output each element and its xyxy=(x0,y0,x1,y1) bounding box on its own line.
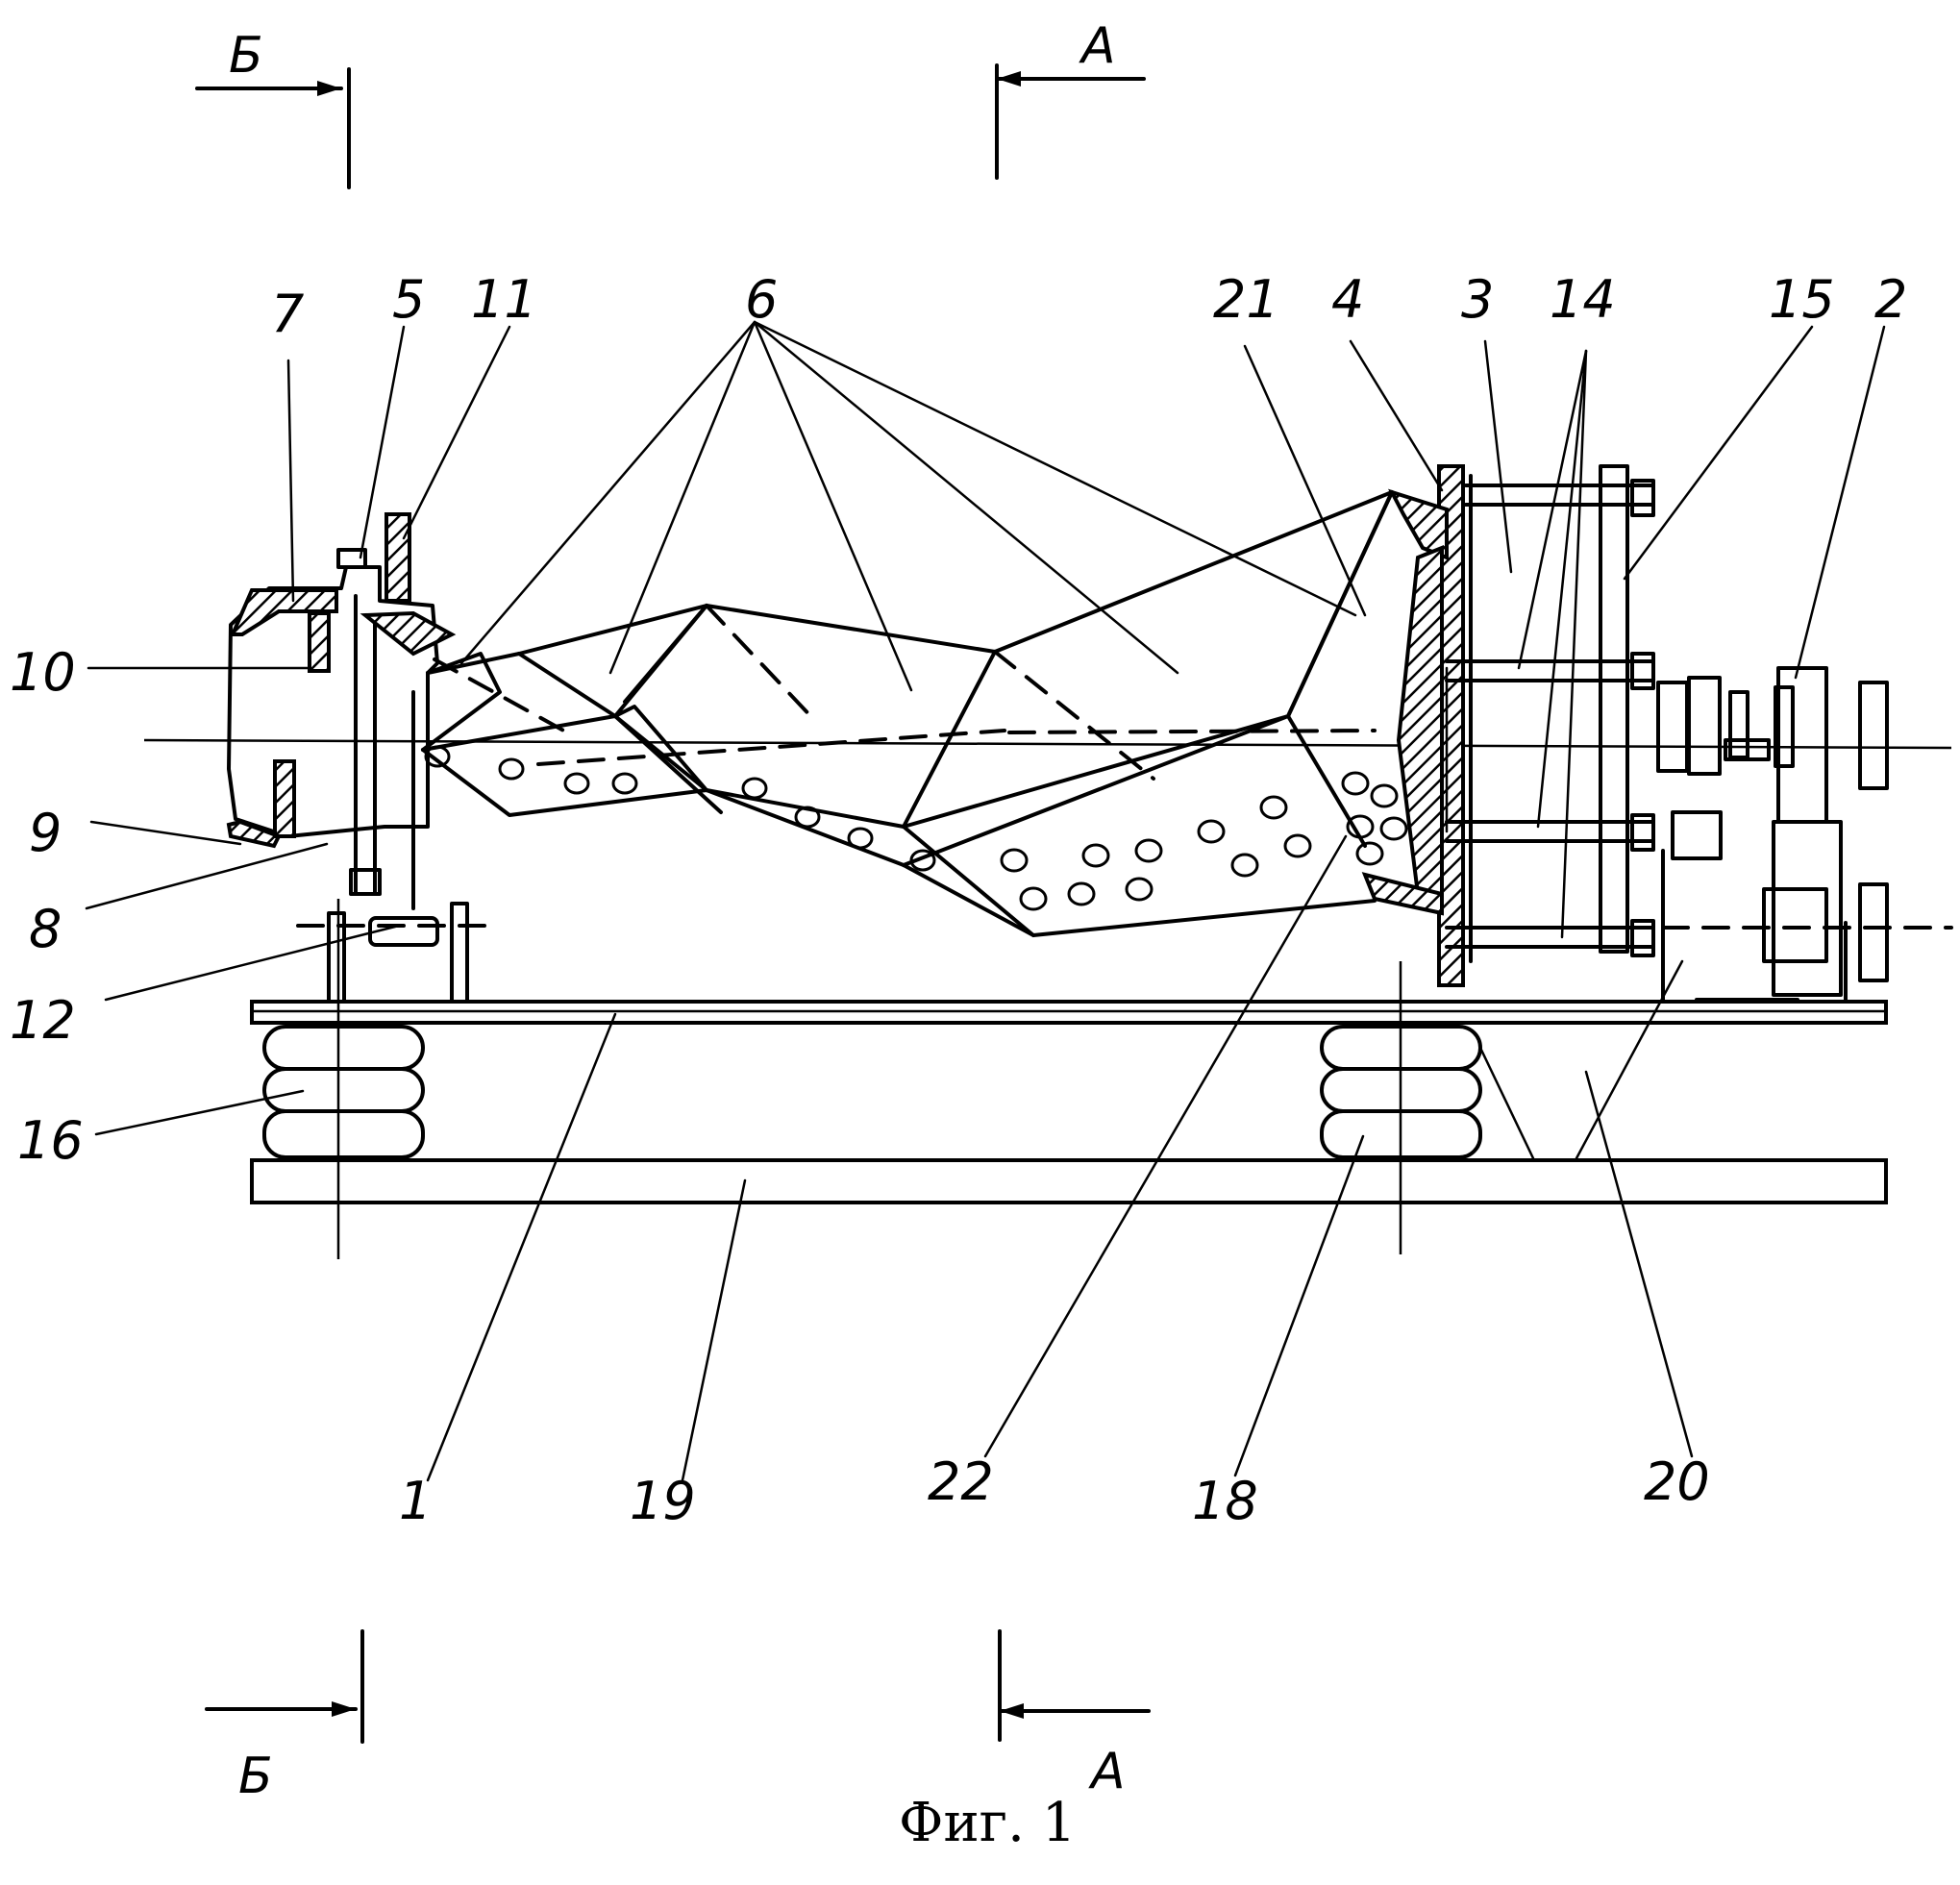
label-3: 3 xyxy=(1461,269,1494,330)
label-7: 7 xyxy=(271,284,304,344)
label-20: 20 xyxy=(1644,1451,1710,1512)
drum-body xyxy=(423,492,1392,935)
label-5: 5 xyxy=(392,269,425,330)
label-18: 18 xyxy=(1192,1471,1258,1531)
section-label-a-top: А xyxy=(1079,17,1116,75)
label-10: 10 xyxy=(10,642,76,703)
figure-caption: Фиг. 1 xyxy=(899,1792,1076,1854)
label-11: 11 xyxy=(471,269,537,330)
label-1: 1 xyxy=(399,1471,432,1531)
label-15: 15 xyxy=(1769,269,1835,330)
label-22: 22 xyxy=(928,1451,994,1512)
label-12: 12 xyxy=(10,990,76,1051)
drive-motor-2 xyxy=(1658,668,1951,1000)
right-end-wall xyxy=(1365,466,1463,985)
foundation-plate-19 xyxy=(252,1160,1886,1203)
reference-numerals: 6 7 5 11 10 9 8 12 16 1 19 22 18 20 21 4… xyxy=(10,269,1907,1531)
section-mark-a-bottom: А xyxy=(1000,1631,1149,1800)
section-label-b-bottom: Б xyxy=(238,1748,273,1805)
grinding-balls xyxy=(426,747,1406,909)
section-mark-a-top: А xyxy=(997,17,1144,178)
label-6: 6 xyxy=(745,269,778,330)
left-end-cover xyxy=(229,514,452,908)
label-4: 4 xyxy=(1331,269,1364,330)
spring-support-16 xyxy=(264,1027,423,1157)
section-mark-b-top: Б xyxy=(197,27,349,187)
label-19: 19 xyxy=(630,1471,696,1531)
left-bearing-support-12 xyxy=(298,904,500,1002)
label-9: 9 xyxy=(29,803,62,863)
label-8: 8 xyxy=(29,899,62,959)
leader-lines xyxy=(87,322,1884,1480)
label-16: 16 xyxy=(17,1110,84,1171)
section-label-b-top: Б xyxy=(229,27,263,85)
frame-plate-1 xyxy=(252,1002,1886,1023)
section-label-a-bottom: А xyxy=(1088,1743,1126,1800)
label-14: 14 xyxy=(1550,269,1616,330)
label-21: 21 xyxy=(1213,269,1279,330)
section-mark-b-bottom: Б xyxy=(207,1631,362,1805)
label-2: 2 xyxy=(1874,269,1907,330)
